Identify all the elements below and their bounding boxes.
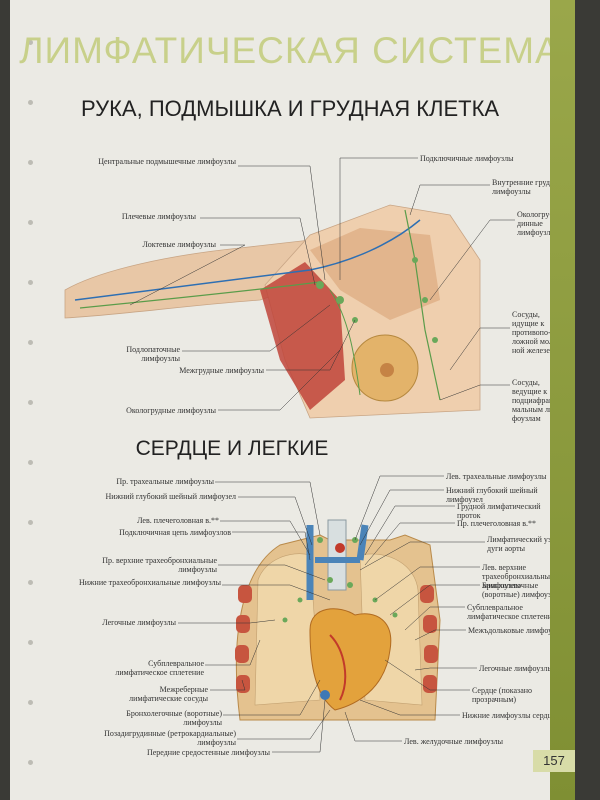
page-number: 157 — [533, 750, 575, 772]
label-left-gastric: Лев. желудочные лимфоузлы — [404, 737, 503, 746]
label-heart-transparent: Сердце (показано прозрачным) — [472, 686, 533, 704]
label-bronchopulmonary-right: Бронхолегочные (воротные) лимфоузлы — [482, 581, 561, 599]
page-edge-strip — [550, 0, 575, 800]
label-intercostal-vessels: Межреберные лимфатические сосуды — [129, 685, 208, 703]
label-bronchopulmonary-left: Бронхолегочные (воротные) лимфоузлы — [126, 709, 222, 727]
label-subclavian: Подключичные лимфоузлы — [420, 154, 514, 163]
label-pulmonary-left: Легочные лимфоузлы — [102, 618, 176, 627]
label-left-tracheal: Лев. трахеальные лимфоузлы — [446, 472, 547, 481]
section-title-arm: РУКА, ПОДМЫШКА И ГРУДНАЯ КЛЕТКА — [80, 96, 500, 121]
book-page: ЛИМФАТИЧЕСКАЯ СИСТЕМА РУКА, ПОДМЫШКА И Г… — [10, 0, 575, 800]
label-lower-tracheobronchial: Нижние трахеобронхиальные лимфоузлы — [78, 578, 221, 587]
section-title-heart: СЕРДЦЕ И ЛЕГКИЕ — [135, 437, 329, 460]
label-brachial: Плечевые лимфоузлы — [121, 212, 196, 221]
label-anterior-mediastinal: Передние средостенные лимфоузлы — [146, 748, 270, 757]
label-interpectoral: Межгрудные лимфоузлы — [179, 366, 264, 375]
label-central-axillary: Центральные подмышечные лимфоузлы — [98, 157, 236, 166]
label-thoracic-duct: Грудной лимфатический проток — [457, 502, 541, 520]
arm-chest-illustration — [64, 157, 515, 419]
label-right-upper-tracheobronchial: Пр. верхние трахеобронхиальные лимфоузлы — [102, 556, 217, 574]
label-pulmonary-right: Легочные лимфоузлы — [479, 664, 553, 673]
label-lower-cardiac: Нижние лимфоузлы сердца — [462, 711, 556, 720]
label-right-brachiocephalic: Пр. плечеголовная в.** — [457, 519, 537, 528]
label-internal-thoracic: Внутренние грудные лимфоузлы — [492, 178, 564, 196]
label-left-deep-cervical: Нижний глубокий шейный лимфоузел — [446, 486, 538, 504]
label-interlobular: Межъдольковые лимфоузлы — [468, 626, 565, 635]
label-aortic-arch-node: Лимфатический узел дуги аорты — [487, 535, 559, 553]
label-left-upper-tracheobronchial: Лев. верхние трахеобронхиальные лимфоузл… — [482, 563, 554, 590]
label-right-deep-cervical: Нижний глубокий шейный лимфоузел — [105, 492, 236, 501]
page-title: ЛИМФАТИЧЕСКАЯ СИСТЕМА — [19, 30, 561, 71]
label-right-tracheal: Пр. трахеальные лимфоузлы — [116, 477, 214, 486]
label-vessels-subdiaphragm: Сосуды, ведущие к подциафраг-мальным лим… — [512, 378, 561, 423]
label-subclavian-chain: Подключичная цепь лимфоузлов — [119, 528, 231, 537]
label-parasternal: Окологру-динные лимфоузлы — [517, 210, 556, 237]
heart-lungs-illustration — [178, 475, 485, 753]
label-subpleural-right: Субплевральное лимфатическое сплетение — [467, 603, 556, 621]
label-subpleural-left: Субплевральное лимфатическое сплетение — [115, 659, 204, 677]
label-cubital: Локтевые лимфоузлы — [142, 240, 217, 249]
label-paramammary: Окологрудные лимфоузлы — [126, 406, 216, 415]
label-vessels-contralateral: Сосуды, идущие к противопо-ложной молоч-… — [512, 310, 564, 355]
label-subscapular: Подлопаточные лимфоузлы — [126, 345, 180, 363]
binding-holes — [28, 0, 34, 800]
label-retrocardiac: Позадигрудинные (ретрокардиальные) лимфо… — [104, 729, 236, 747]
label-left-brachiocephalic: Лев. плечеголовная в.** — [137, 516, 219, 525]
